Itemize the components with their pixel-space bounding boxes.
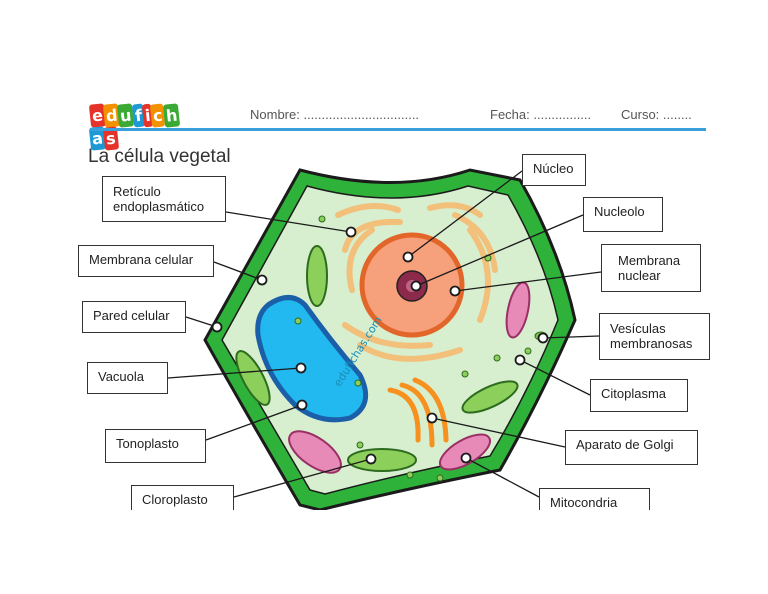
header-rule (90, 128, 706, 131)
label-membrana-nuclear-line1: Membrana (618, 253, 681, 268)
mitochondria (288, 281, 531, 474)
label-vesiculas-line2: membranosas (610, 336, 693, 351)
page-title: La célula vegetal (88, 146, 231, 167)
label-tonoplasto: Tonoplasto (105, 429, 206, 463)
label-reticulo-line1: Retículo (113, 184, 161, 199)
nombre-field: Nombre: ................................ (250, 107, 420, 122)
curso-field: Curso: ........ (621, 107, 692, 122)
golgi-apparatus (387, 377, 449, 448)
label-membrana-nuclear: Membrana nuclear (601, 244, 701, 292)
label-reticulo-line2: endoplasmático (113, 199, 205, 214)
label-reticulo: Retículo endoplasmático (102, 176, 226, 222)
label-vacuola: Vacuola (87, 362, 168, 394)
label-citoplasma: Citoplasma (590, 379, 688, 412)
label-vesiculas: Vesículas membranosas (599, 313, 710, 360)
label-nucleo: Núcleo (522, 154, 586, 186)
page-bottom-margin (0, 510, 768, 594)
endoplasmic-reticulum (335, 202, 498, 362)
label-membrana-nuclear-line2: nuclear (618, 268, 661, 283)
label-golgi: Aparato de Golgi (565, 430, 698, 465)
fecha-field: Fecha: ................ (490, 107, 592, 122)
label-nucleolo: Nucleolo (583, 197, 663, 232)
label-vesiculas-line1: Vesículas (610, 321, 666, 336)
label-membrana-celular: Membrana celular (78, 245, 214, 277)
label-pared-celular: Pared celular (82, 301, 186, 333)
vacuole (255, 295, 369, 423)
chloroplasts (235, 245, 519, 472)
